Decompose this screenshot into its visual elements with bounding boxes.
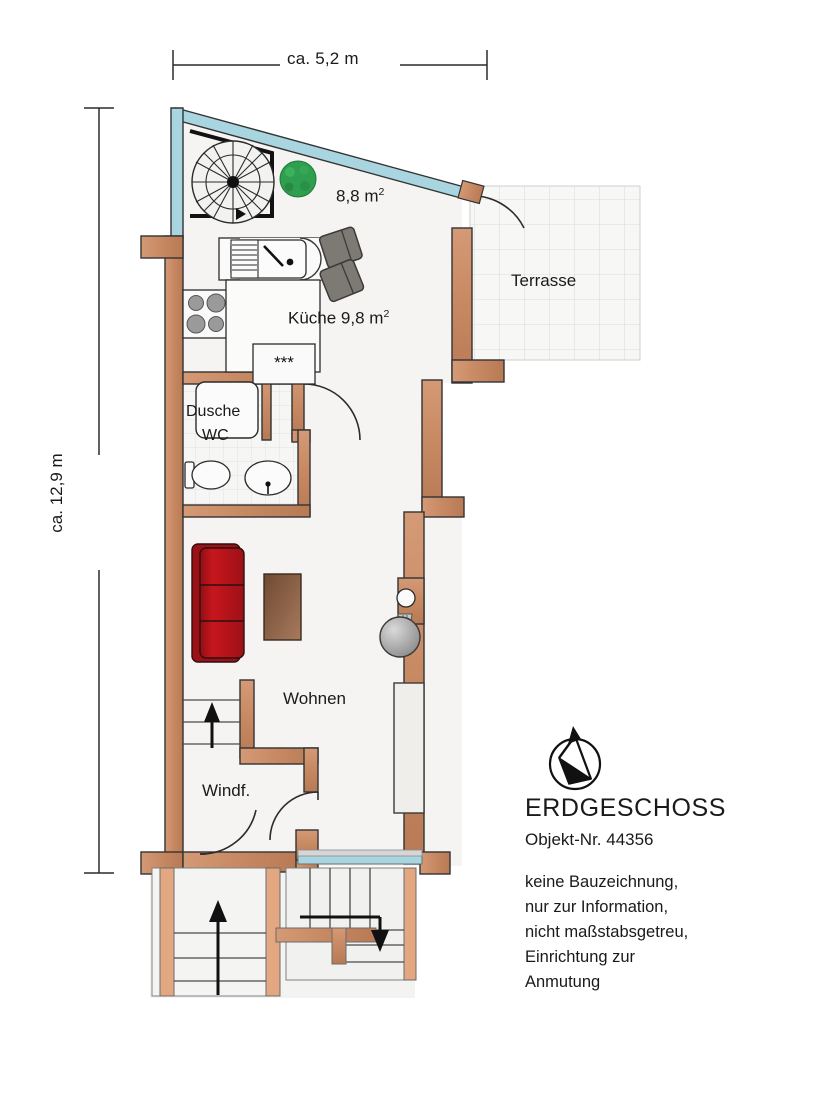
armchair-icon-1 [318,226,363,269]
room-label-terrasse: Terrasse [511,271,577,290]
dimension-top-label: ca. 5,2 m [287,49,359,68]
title-block: ERDGESCHOSS Objekt-Nr. 44356 keine Bauze… [525,722,815,996]
windfang-stairs [183,699,240,748]
kueche-area-unit: 2 [383,308,390,320]
room-label-windfang: Windf. [202,781,251,800]
room-label-kueche: Küche 9,8 m2 [288,308,389,329]
disclaimer-line-5: Anmutung [525,973,601,992]
sofa-three-seat-icon [191,543,245,663]
washbasin-icon [244,460,292,496]
stair-direction-up-arrow [209,900,227,995]
wintergarten-area-value: 8,8 m [336,186,379,206]
compass-rose-north-icon [548,726,602,791]
fridge-freezer-mark: *** [274,353,294,372]
window-bottom [297,849,423,865]
toilet-icon [184,460,231,490]
disclaimer-line-1: keine Bauzeichnung, [525,873,679,892]
tall-cabinet-icon [393,682,425,814]
plan-title: ERDGESCHOSS [525,794,727,822]
stair-direction-down-arrow [300,915,389,952]
disclaimer-text: keine Bauzeichnung, nur zur Information,… [525,870,815,995]
stair-treads-up [174,932,266,982]
armchair-icon-2 [319,258,365,303]
room-label-wohnen: Wohnen [283,689,347,708]
dimension-left-label: ca. 12,9 m [47,453,66,533]
room-label-wc: WC [202,427,229,444]
stair-windfang-up-arrow [204,702,220,748]
round-stove-icon [379,588,421,658]
kueche-label-value: Küche 9,8 m [288,308,384,328]
potted-plant-icon [279,160,317,198]
cooktop-four-burner-icon [182,289,232,339]
coffee-table-icon [263,573,302,641]
room-label-wintergarten: 8,8 m2 [336,186,384,207]
room-label-dusche: Dusche [186,403,241,420]
doors [199,179,525,855]
disclaimer-line-2: nur zur Information, [525,898,669,917]
dimension-top [172,50,488,80]
disclaimer-line-4: Einrichtung zur [525,948,636,967]
spiral-staircase-icon [189,129,275,224]
disclaimer-line-3: nicht maßstabsgetreu, [525,923,689,942]
wintergarten-area-unit: 2 [378,186,385,198]
lower-stair-hall [151,867,417,997]
dimension-left [84,107,114,874]
object-number: Objekt-Nr. 44356 [525,829,654,849]
shower-tray-icon [195,381,259,439]
kitchen-sink-icon [230,239,307,279]
refrigerator-icon: *** [252,343,316,385]
